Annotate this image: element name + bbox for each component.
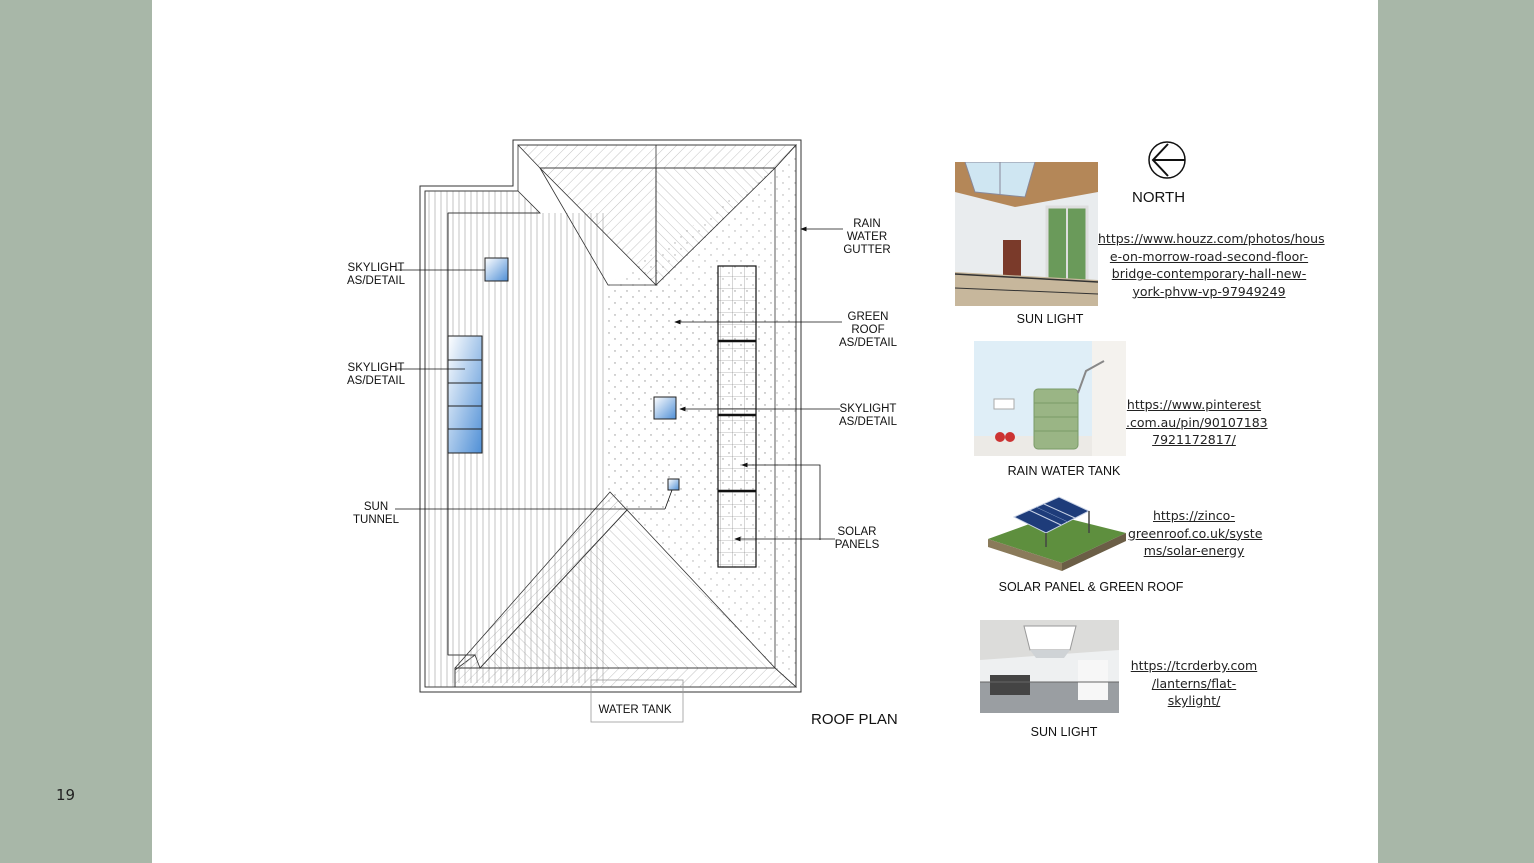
label-green-roof: GREEN ROOF AS/DETAIL	[839, 311, 897, 349]
link-tcrderby[interactable]: https://tcrderby.com /lanterns/flat- sky…	[1130, 658, 1258, 708]
skylight-center	[653, 396, 677, 420]
caption-solar-green-roof: SOLAR PANEL & GREEN ROOF	[998, 580, 1184, 594]
roof-plan-title: ROOF PLAN	[811, 711, 898, 728]
page-number: 19	[56, 786, 76, 804]
label-sun-tunnel: SUN TUNNEL	[352, 501, 399, 526]
caption-sun-light-1: SUN LIGHT	[1016, 312, 1084, 326]
caption-sun-light-2: SUN LIGHT	[1030, 725, 1098, 739]
solar-panel-array	[717, 265, 757, 568]
north-arrow-icon	[1148, 141, 1186, 179]
photo-sun-light-1	[955, 162, 1098, 306]
water-tank-box	[590, 679, 684, 723]
label-skylight-top: SKYLIGHT AS/DETAIL	[347, 262, 405, 287]
label-skylight-right: SKYLIGHT AS/DETAIL	[839, 403, 897, 428]
label-skylight-left: SKYLIGHT AS/DETAIL	[347, 362, 405, 387]
caption-rain-water-tank: RAIN WATER TANK	[1007, 464, 1121, 478]
label-water-tank: WATER TANK	[598, 704, 672, 716]
link-houzz[interactable]: https://www.houzz.com/photos/hous e-on-m…	[1098, 231, 1325, 299]
skylight-top	[484, 257, 509, 282]
link-zinco[interactable]: https://zinco- greenroof.co.uk/syste ms/…	[1128, 508, 1263, 558]
label-solar-panels: SOLAR PANELS	[834, 526, 880, 551]
photo-solar-green-roof	[984, 493, 1128, 573]
north-label: NORTH	[1132, 189, 1186, 206]
sun-tunnel-box	[667, 478, 680, 491]
photo-rain-water-tank	[974, 341, 1126, 456]
link-pinterest[interactable]: https://www.pinterest .com.au/pin/901071…	[1126, 397, 1268, 447]
label-rain-gutter: RAIN WATER GUTTER	[843, 218, 891, 256]
photo-sun-light-2	[980, 620, 1119, 713]
skylight-strip	[447, 335, 483, 454]
